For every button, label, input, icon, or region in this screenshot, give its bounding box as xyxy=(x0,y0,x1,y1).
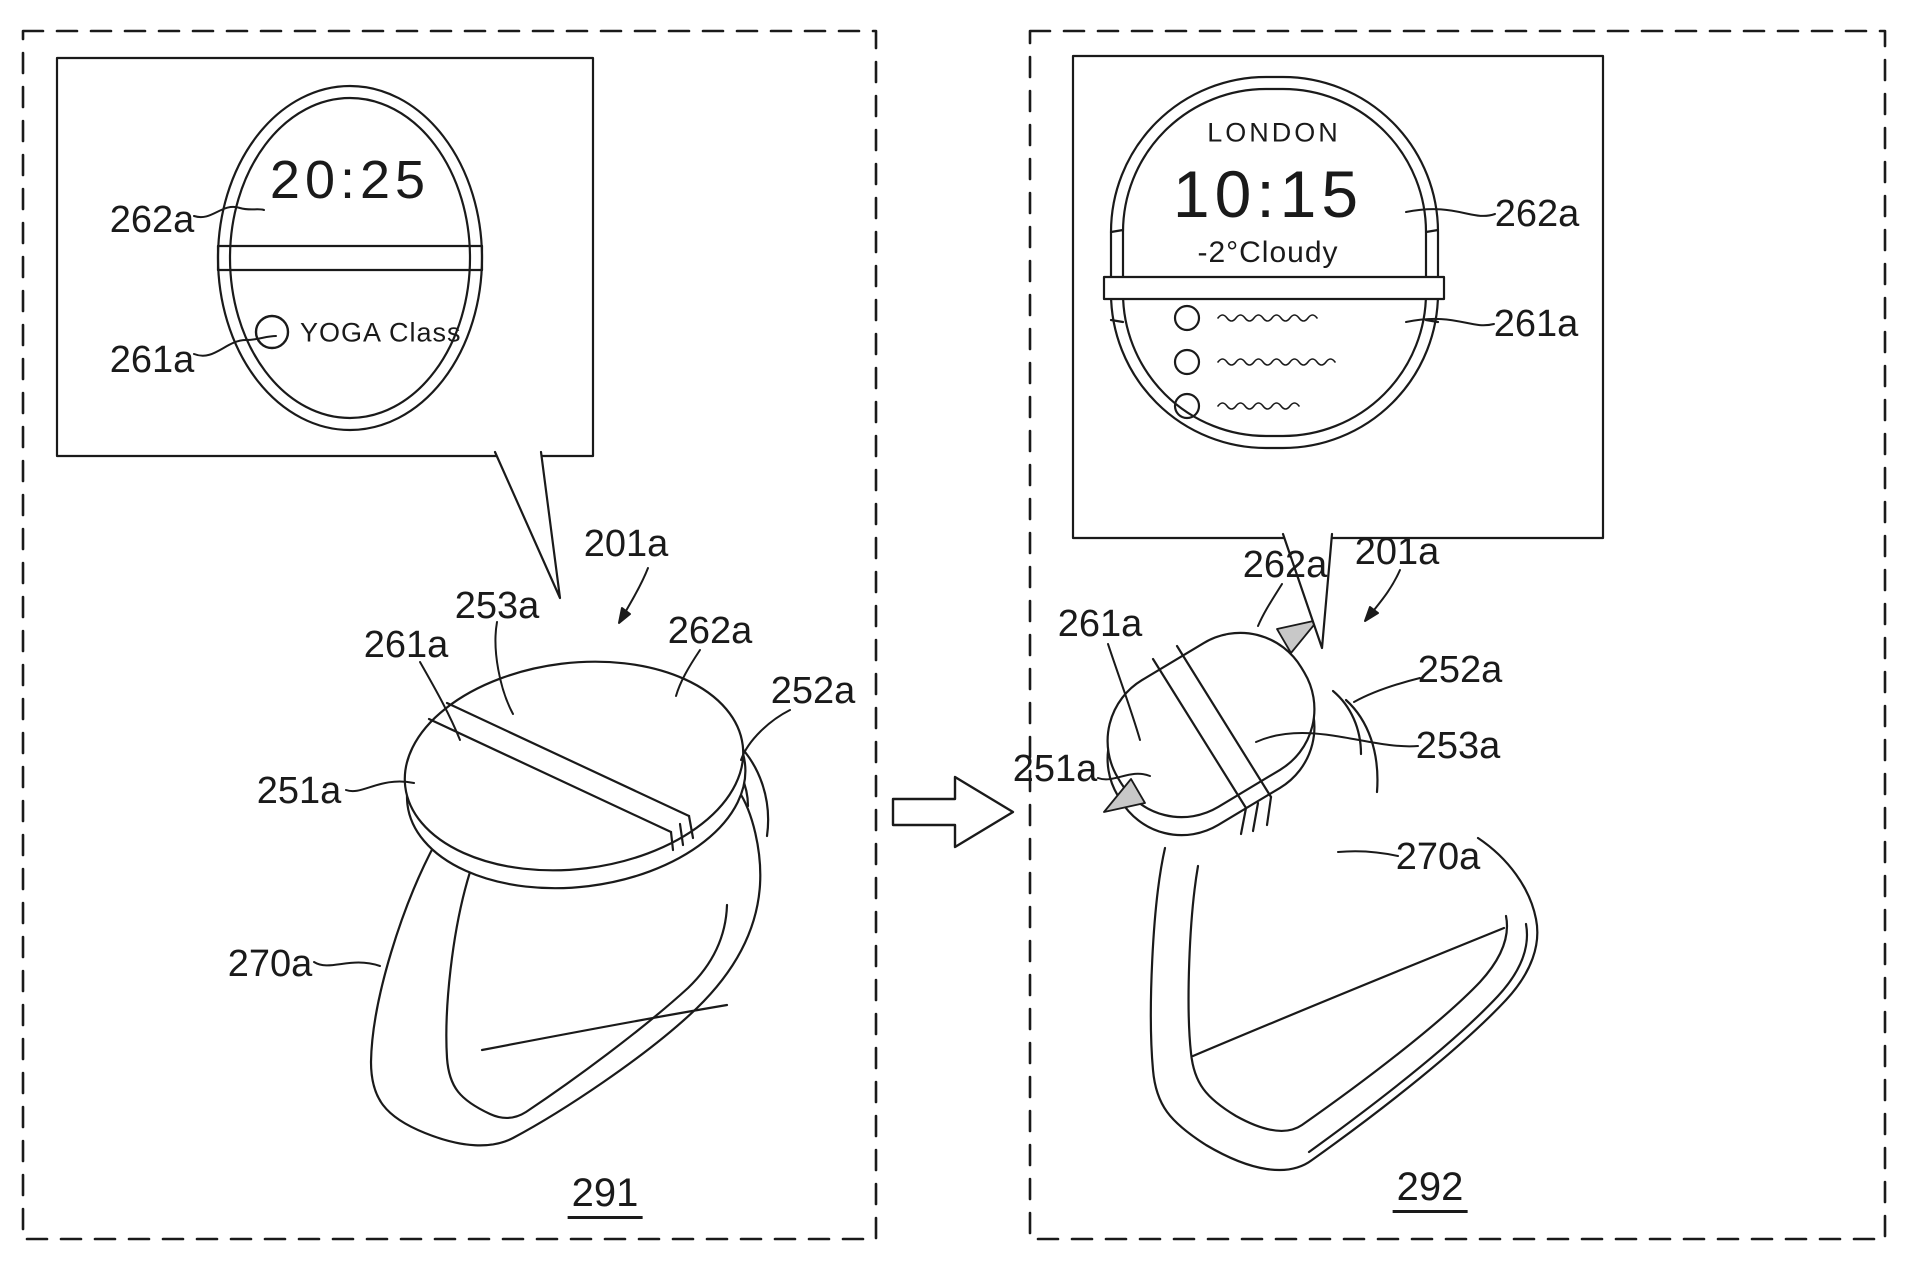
list-text-squiggle xyxy=(1217,402,1300,410)
right-callout-band xyxy=(1102,275,1446,301)
left-watch-face xyxy=(403,660,745,872)
right-callout-time: 10:15 xyxy=(1172,157,1364,231)
left-callout-time: 20:25 xyxy=(269,150,431,210)
left-callout-tail xyxy=(493,450,562,600)
left-figure-number: 291 xyxy=(567,1173,643,1219)
right-label-253a: 253a xyxy=(1415,725,1501,767)
right-watch-strap xyxy=(1149,689,1539,1172)
right-label-251a: 251a xyxy=(1012,748,1098,790)
right-201a-arrowhead xyxy=(1364,606,1379,622)
list-text-squiggle xyxy=(1217,358,1336,366)
right-watch-case xyxy=(1106,631,1316,837)
left-callout-label-262a: 262a xyxy=(109,199,195,241)
right-label-252a: 252a xyxy=(1417,649,1503,691)
left-label-270a: 270a xyxy=(227,943,313,985)
left-callout-bubble xyxy=(55,56,595,600)
right-callout-tail xyxy=(1281,532,1334,650)
right-label-201a: 201a xyxy=(1354,531,1440,573)
right-leader-lines xyxy=(1097,569,1421,857)
left-panel-border xyxy=(21,29,878,1241)
right-callout-bubble xyxy=(1071,54,1605,650)
right-callout-weather: -2°Cloudy xyxy=(1197,236,1339,269)
left-callout-label-261a: 261a xyxy=(109,339,195,381)
notification-list xyxy=(1173,304,1336,420)
stretch-arrow-upper-icon xyxy=(1276,619,1319,654)
left-label-201a: 201a xyxy=(583,523,669,565)
right-watch-face xyxy=(1106,631,1316,819)
right-panel-border xyxy=(1028,29,1887,1241)
right-label-262a: 262a xyxy=(1242,544,1328,586)
right-watch-band-portion xyxy=(1151,644,1273,836)
right-label-270a: 270a xyxy=(1395,836,1481,878)
stretch-direction-arrows xyxy=(1103,619,1319,813)
schedule-bullet-icon xyxy=(254,314,290,350)
left-label-251a: 251a xyxy=(256,770,342,812)
right-figure-number: 292 xyxy=(1392,1167,1468,1213)
right-callout-label-261a: 261a xyxy=(1493,303,1579,345)
list-bullet-icon xyxy=(1173,348,1201,376)
left-label-262a: 262a xyxy=(667,610,753,652)
stretch-arrow-lower-icon xyxy=(1103,778,1146,813)
left-callout-schedule-item: YOGA Class xyxy=(300,317,462,348)
left-leader-lines xyxy=(313,567,791,967)
left-label-261a: 261a xyxy=(363,624,449,666)
right-callout-city: LONDON xyxy=(1207,117,1341,148)
right-callout-label-262a: 262a xyxy=(1494,193,1580,235)
left-201a-arrowhead xyxy=(618,607,631,624)
left-watch-case xyxy=(403,660,747,890)
transition-arrow xyxy=(891,775,1015,849)
left-watch-band-portion xyxy=(427,701,695,852)
left-label-253a: 253a xyxy=(454,585,540,627)
list-text-squiggle xyxy=(1217,314,1318,322)
list-bullet-icon xyxy=(1173,304,1201,332)
left-label-252a: 252a xyxy=(770,670,856,712)
right-label-261a: 261a xyxy=(1057,603,1143,645)
list-bullet-icon xyxy=(1173,392,1201,420)
